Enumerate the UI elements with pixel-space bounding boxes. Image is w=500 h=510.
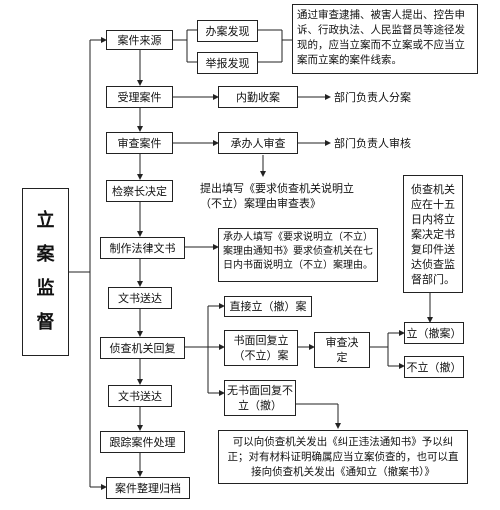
step-archive-case: 案件整理归档 <box>106 477 190 499</box>
step-document-delivery: 文书送达 <box>108 287 172 309</box>
reply-direct: 直接立（撤）案 <box>224 296 312 317</box>
doc-note: 承办人填写《要求说明立（不立）案理由通知书》要求侦查机关在七日内书面说明立（不立… <box>218 228 378 282</box>
title-char: 案 <box>36 244 55 265</box>
reply-written: 书面回复立（不立）案 <box>224 330 298 366</box>
title-char: 监 <box>36 278 55 299</box>
bottom-note: 可以向侦查机关发出《纠正违法通知书》予以纠正；对有材料证明确属应当立案侦查的，也… <box>218 430 468 484</box>
step-investigation-reply: 侦查机关回复 <box>100 337 185 359</box>
step-accept-case: 受理案件 <box>106 86 173 108</box>
review-note: 提出填写《要求侦查机关说明立（不立）案理由审查表》 <box>200 182 354 210</box>
step-track-case: 跟踪案件处理 <box>100 431 185 453</box>
right-note: 侦查机关应在十五日内将立案决定书复印件送达侦查监督部门。 <box>403 175 463 293</box>
step-review-case: 审查案件 <box>106 132 173 154</box>
diagram-title: 立 案 监 督 <box>22 188 69 356</box>
step-case-source: 案件来源 <box>106 30 173 50</box>
title-char: 督 <box>36 312 55 333</box>
source-case-handling: 办案发现 <box>197 20 258 42</box>
title-char: 立 <box>36 210 55 231</box>
step-document-delivery-2: 文书送达 <box>108 385 172 407</box>
step-make-document: 制作法律文书 <box>100 237 185 259</box>
review-decision: 审查决定 <box>314 332 370 368</box>
reply-none: 无书面回复不立（撤） <box>224 380 296 416</box>
receive-case: 内勤收案 <box>218 86 298 108</box>
decision-file: 立（撤案） <box>404 322 464 344</box>
source-note: 通过审查逮捕、被害人提出、控告申诉、行政执法、人民监督员等途径发现的，应当立案而… <box>292 4 478 74</box>
source-report: 举报发现 <box>197 52 258 74</box>
decision-not-file: 不立（撤） <box>404 356 464 378</box>
step-chief-decision: 检察长决定 <box>106 180 173 202</box>
dept-head-approve: 部门负责人审核 <box>334 137 411 150</box>
handler-review: 承办人审查 <box>218 132 298 154</box>
dept-head-assign: 部门负责人分案 <box>334 91 411 104</box>
